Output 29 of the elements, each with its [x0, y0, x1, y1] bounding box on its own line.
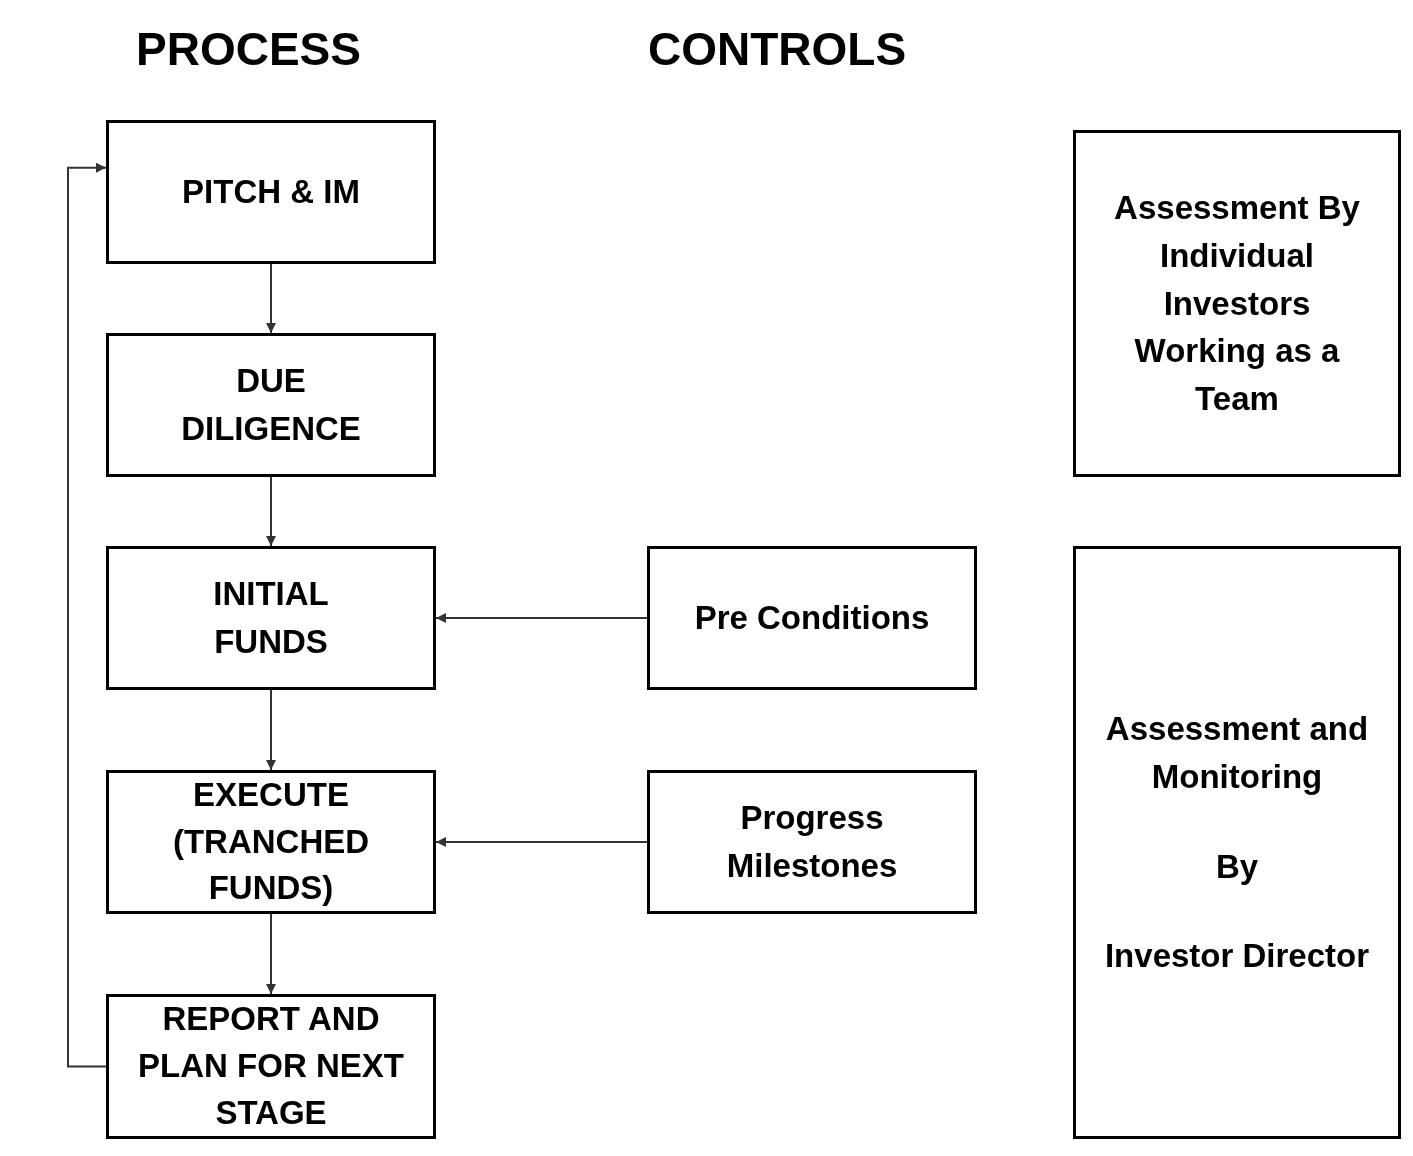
box-label: By — [1215, 846, 1259, 887]
box-label: EXECUTE (TRANCHED FUNDS) — [171, 774, 371, 909]
box-label: REPORT AND PLAN FOR NEXT STAGE — [137, 999, 405, 1133]
process-box — [106, 770, 436, 914]
box-label: Progress Milestones — [725, 798, 899, 886]
box-label: DUE DILIGENCE — [180, 361, 362, 449]
arrow — [266, 913, 276, 995]
process-box — [1073, 546, 1401, 1139]
process-box — [647, 546, 977, 690]
process-box — [106, 333, 436, 477]
column-heading: CONTROLS — [648, 22, 907, 76]
arrow — [67, 162, 107, 1068]
box-label: PITCH & IM — [182, 172, 360, 213]
arrow — [435, 613, 648, 623]
process-box — [106, 120, 436, 264]
column-heading: PROCESS — [136, 22, 361, 76]
process-box — [1073, 130, 1401, 477]
arrow — [266, 263, 276, 334]
arrow — [266, 689, 276, 771]
process-box — [106, 546, 436, 690]
process-box — [647, 770, 977, 914]
box-label: Investor Director — [1104, 936, 1370, 977]
arrow — [435, 837, 648, 847]
box-label: Assessment By Individual Investors Working as a Team — [1113, 187, 1361, 420]
box-label: Assessment and Monitoring — [1104, 708, 1370, 797]
box-label: Pre Conditions — [694, 598, 930, 639]
arrow — [266, 476, 276, 547]
process-box — [106, 994, 436, 1139]
box-label: INITIAL FUNDS — [212, 574, 330, 662]
